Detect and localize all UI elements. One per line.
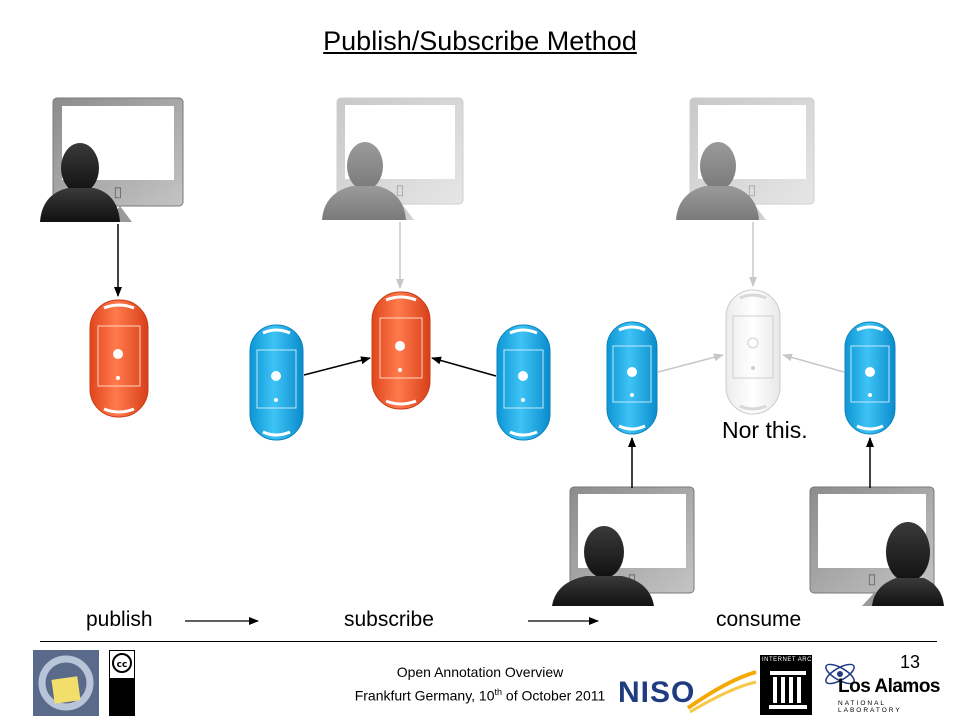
footer-divider (40, 641, 937, 642)
subscriber-server-icon (371, 291, 431, 410)
niso-logo: NISO (618, 670, 758, 716)
niso-swoosh-icon (686, 670, 757, 714)
publisher-workstation-icon:  (40, 97, 184, 222)
atom-icon (825, 663, 855, 685)
consumer-workstation-1-icon:  (552, 486, 695, 606)
stage-publish-label: publish (86, 608, 153, 631)
consumer-server-2-icon (844, 321, 896, 435)
footer-line-1: Open Annotation Overview (396, 664, 564, 680)
internet-archive-logo: INTERNET ARCHIVE (760, 655, 827, 715)
niso-wordmark: NISO (618, 676, 696, 709)
third-party-server-icon (725, 289, 781, 415)
creative-commons-logo: cc (109, 650, 135, 716)
arrow-right-source-to-subscriber (431, 356, 497, 377)
footer-line-2: Frankfurt Germany, 10th of October 2011 (354, 687, 606, 704)
slide-title: Publish/Subscribe Method (323, 26, 637, 56)
svg-text::  (868, 572, 875, 586)
consumer-server-1-icon (606, 321, 658, 435)
arrow-left-source-to-subscriber (303, 356, 371, 376)
arrow-consumer2-to-third-party (782, 353, 845, 373)
arrow-consumer1-to-third-party (657, 353, 724, 373)
lock-logo (33, 650, 99, 716)
consumer-workstation-2-icon:  (809, 486, 944, 606)
source-server-right-icon (496, 324, 551, 441)
svg-text::  (628, 572, 635, 586)
slide-number: 13 (899, 652, 920, 672)
footer-text: Open Annotation Overview Frankfurt Germa… (0, 662, 960, 706)
cc-mark: cc (117, 660, 128, 670)
publisher-server-icon (89, 299, 149, 418)
third-party-workstation-icon:  (676, 97, 815, 220)
svg-text::  (396, 183, 403, 197)
los-alamos-logo: Los Alamos NATIONAL LABORATORY (818, 656, 948, 716)
stage-consume-label: consume (716, 608, 802, 631)
source-server-left-icon (249, 324, 304, 441)
stage-subscribe-label: subscribe (344, 608, 434, 631)
annotation-nor-this: Nor this. (722, 417, 808, 443)
svg-text::  (114, 185, 121, 199)
los-alamos-subtitle: NATIONAL LABORATORY (838, 700, 902, 714)
svg-text::  (748, 183, 755, 197)
subscriber-workstation-icon:  (322, 97, 464, 220)
internet-archive-text: INTERNET ARCHIVE (762, 657, 828, 663)
archive-building-icon (769, 671, 807, 709)
los-alamos-wordmark: Los Alamos (838, 676, 941, 697)
